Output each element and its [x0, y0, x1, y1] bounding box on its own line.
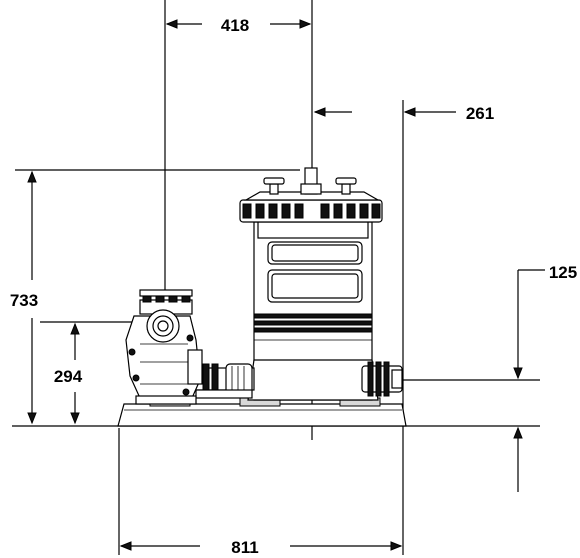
- dimension-294: 294: [40, 321, 150, 425]
- pump: [125, 289, 203, 405]
- dim-418-label: 418: [221, 16, 249, 35]
- dim-261-label: 261: [466, 104, 494, 123]
- dim-733-label: 733: [10, 291, 38, 310]
- dim-811-label: 811: [231, 538, 258, 557]
- dim-294-label: 294: [54, 367, 83, 386]
- dim-125-label: 125: [549, 263, 577, 282]
- connector-pipe: [189, 363, 255, 399]
- dimension-733: 733: [10, 169, 300, 425]
- dimension-261: 261: [313, 100, 494, 555]
- dimension-811: 811: [118, 428, 403, 557]
- inlet-fitting: [361, 361, 403, 397]
- dimension-125: 125: [398, 263, 577, 492]
- filter-housing: [239, 167, 383, 401]
